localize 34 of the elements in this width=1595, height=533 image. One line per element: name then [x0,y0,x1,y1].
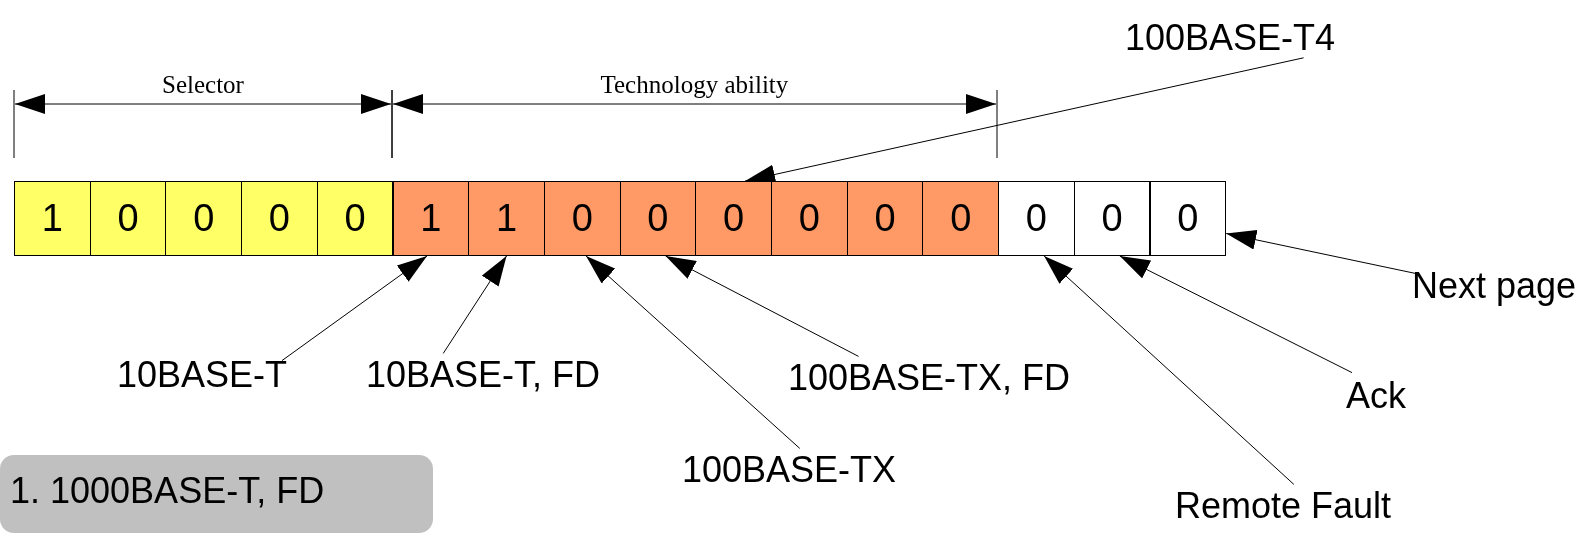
bit-cell: 0 [922,181,1000,256]
bit-cell: 0 [241,181,318,256]
leader-line [1119,255,1353,374]
bit-cell: 0 [316,181,394,256]
leader-line [1043,255,1295,485]
leader-line [442,255,508,354]
callout-label: Next page [1412,268,1577,304]
bit-cell: 0 [619,181,697,256]
bit-cell: 1 [468,181,545,256]
callout-label: Ack [1346,378,1406,414]
bit-cell: 0 [543,181,621,256]
bit-cell: 0 [1149,181,1227,256]
callout-label: 10BASE-T, FD [366,357,601,393]
bit-cell: 0 [998,181,1075,256]
dimension-label: Selector [162,72,244,97]
bit-cell: 0 [165,181,243,256]
callout-label: 100BASE-TX, FD [788,360,1071,396]
callout-label: 100BASE-TX [682,452,897,488]
callout-label: 10BASE-T [117,357,288,393]
bit-cell: 0 [771,181,848,256]
bit-cell: 1 [14,181,91,256]
leader-line [1225,229,1416,274]
bit-cell: 1 [392,181,470,256]
bit-cell: 0 [1073,181,1151,256]
bit-cell: 0 [846,181,924,256]
dimension-label: Technology ability [600,72,789,97]
note-box: 1. 1000BASE-T, FD [0,455,433,533]
callout-label: 100BASE-T4 [1125,20,1336,56]
leader-line [665,255,859,357]
leader-line [585,255,801,449]
bit-cell: 0 [89,181,167,256]
callout-label: Remote Fault [1175,488,1392,524]
bit-cell: 0 [695,181,772,256]
leader-line [281,255,428,362]
